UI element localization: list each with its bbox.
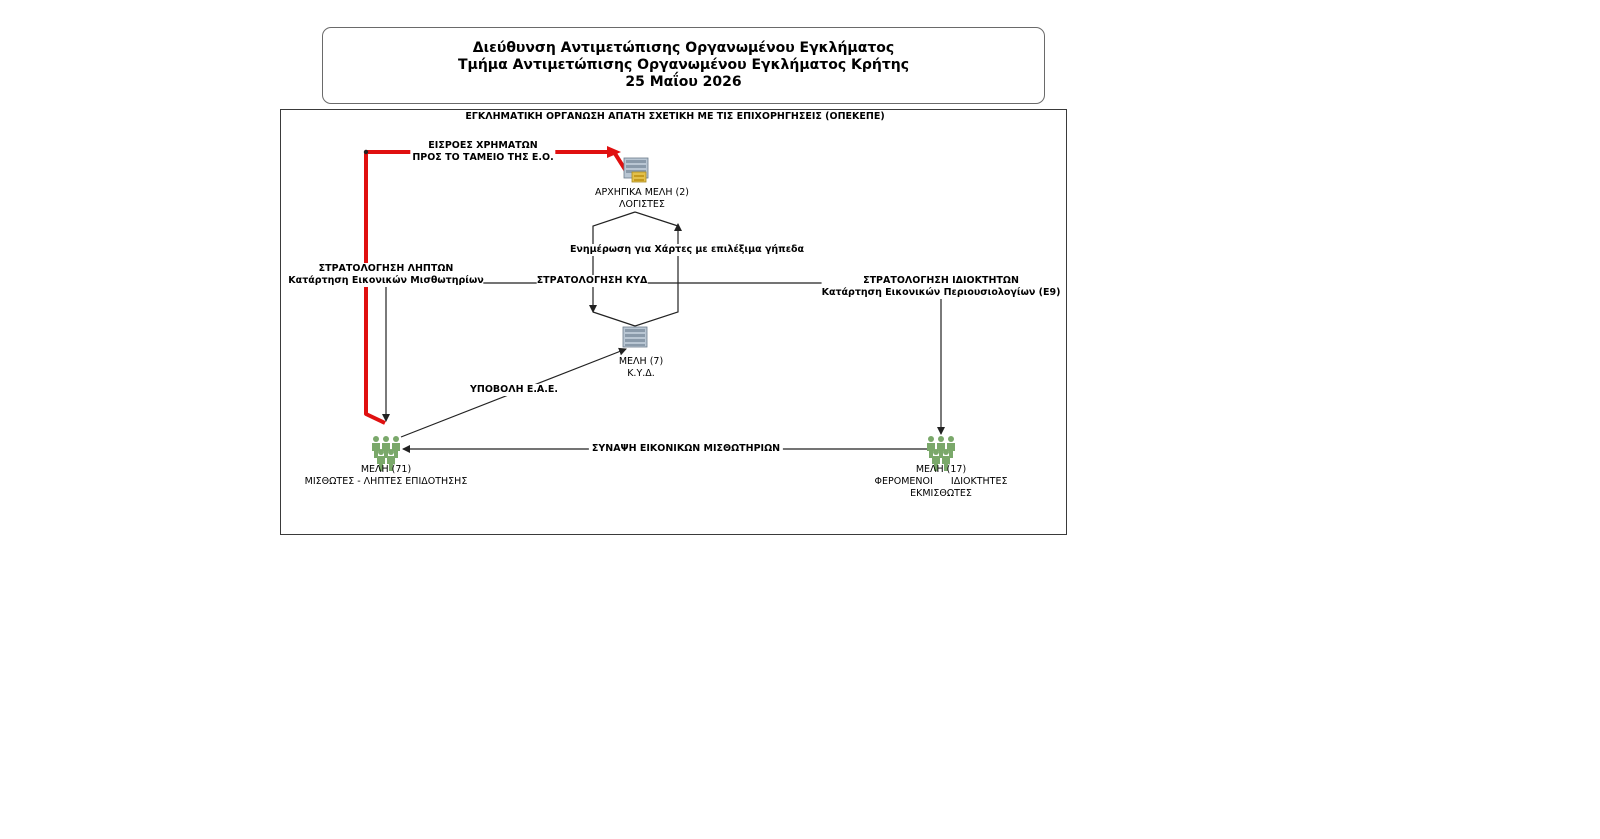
server-money-icon <box>623 157 649 183</box>
node-leaders-role: ΛΟΓΙΣΤΕΣ <box>619 199 665 210</box>
node-leaders-count: ΑΡΧΗΓΙΚΑ ΜΕΛΗ (2) <box>594 187 690 198</box>
edge-update-maps-label: Ενημέρωση για Χάρτες με επιλέξιμα γήπεδα <box>569 244 805 256</box>
header-department: Τμήμα Αντιμετώπισης Οργανωμένου Εγκλήματ… <box>457 57 910 73</box>
node-kyd-count: ΜΕΛΗ (7) <box>618 356 664 367</box>
diagram-frame: ΕΓΚΛΗΜΑΤΙΚΗ ΟΡΓΑΝΩΣΗ ΑΠΑΤΗ ΣΧΕΤΙΚΗ ΜΕ ΤΙ… <box>280 109 1067 535</box>
header-date: 25 Μαΐου 2026 <box>625 74 742 90</box>
node-tenants-role: ΜΙΣΘΩΤΕΣ - ΛΗΠΤΕΣ ΕΠΙΔΟΤΗΣΗΣ <box>304 476 468 487</box>
node-owners-role2: ΕΚΜΙΣΘΩΤΕΣ <box>910 488 972 499</box>
edge-recruit-recipients-line2: Κατάρτηση Εικονικών Μισθωτηρίων <box>288 275 484 286</box>
edge-submit-eae-label: ΥΠΟΒΟΛΗ Ε.Α.Ε. <box>470 384 558 396</box>
header-box: Διεύθυνση Αντιμετώπισης Οργανωμένου Εγκλ… <box>322 27 1045 104</box>
header-directorate: Διεύθυνση Αντιμετώπισης Οργανωμένου Εγκλ… <box>472 40 895 56</box>
edge-money-in-line1: ΕΙΣΡΟΕΣ ΧΡΗΜΑΤΩΝ <box>428 140 538 151</box>
money-flow-start-dot <box>363 149 369 155</box>
server-icon <box>622 326 648 348</box>
edge-recruit-owners-line1: ΣΤΡΑΤΟΛΟΓΗΣΗ ΙΔΙΟΚΤΗΤΩΝ <box>863 275 1019 286</box>
edge-recruit-recipients-label: ΣΤΡΑΤΟΛΟΓΗΣΗ ΛΗΠΤΩΝ Κατάρτηση Εικονικών … <box>288 263 484 287</box>
node-kyd-label: ΜΕΛΗ (7) Κ.Υ.Δ. <box>619 356 663 380</box>
edge-update-maps-top <box>634 211 679 227</box>
edge-money-in-line2: ΠΡΟΣ ΤΟ ΤΑΜΕΙΟ ΤΗΣ Ε.Ο. <box>412 152 554 163</box>
edge-kyd-loop-left <box>592 311 636 327</box>
edge-leaders-to-left <box>382 282 634 422</box>
node-tenants-label: ΜΕΛΗ (71) ΜΙΣΘΩΤΕΣ - ΛΗΠΤΕΣ ΕΠΙΔΟΤΗΣΗΣ <box>305 464 468 488</box>
edge-recruit-owners-line2: Κατάρτηση Εικονικών Περιουσιολογίων (Ε9) <box>821 287 1061 298</box>
edge-recruit-kyd <box>589 211 636 313</box>
node-leaders-label: ΑΡΧΗΓΙΚΑ ΜΕΛΗ (2) ΛΟΓΙΣΤΕΣ <box>595 187 689 211</box>
edge-recruit-recipients-line1: ΣΤΡΑΤΟΛΟΓΗΣΗ ΛΗΠΤΩΝ <box>318 263 454 274</box>
money-flow-arrowhead <box>607 146 621 158</box>
edge-fake-leases-label: ΣΥΝΑΨΗ ΕΙΚΟΝΙΚΩΝ ΜΙΣΘΩΤΗΡΙΩΝ <box>588 443 784 455</box>
node-kyd-role: Κ.Υ.Δ. <box>627 368 655 379</box>
edge-recruit-owners-label: ΣΤΡΑΤΟΛΟΓΗΣΗ ΙΔΙΟΚΤΗΤΩΝ Κατάρτηση Εικονι… <box>821 275 1061 299</box>
edge-leaders-to-right <box>643 282 945 435</box>
node-owners-label: ΜΕΛΗ (17) ΦΕΡΟΜΕΝΟΙ ΙΔΙΟΚΤΗΤΕΣ ΕΚΜΙΣΘΩΤΕ… <box>875 464 1008 500</box>
diagram-title: ΕΓΚΛΗΜΑΤΙΚΗ ΟΡΓΑΝΩΣΗ ΑΠΑΤΗ ΣΧΕΤΙΚΗ ΜΕ ΤΙ… <box>465 111 885 122</box>
node-tenants-count: ΜΕΛΗ (71) <box>360 464 412 475</box>
node-owners-role: ΦΕΡΟΜΕΝΟΙ ΙΔΙΟΚΤΗΤΕΣ <box>874 476 1008 487</box>
node-owners-count: ΜΕΛΗ (17) <box>915 464 967 475</box>
edge-recruit-kyd-label: ΣΤΡΑΤΟΛΟΓΗΣΗ ΚΥΔ <box>536 275 648 287</box>
money-flow-line <box>364 150 628 425</box>
edge-money-in-label: ΕΙΣΡΟΕΣ ΧΡΗΜΑΤΩΝ ΠΡΟΣ ΤΟ ΤΑΜΕΙΟ ΤΗΣ Ε.Ο. <box>410 140 556 164</box>
